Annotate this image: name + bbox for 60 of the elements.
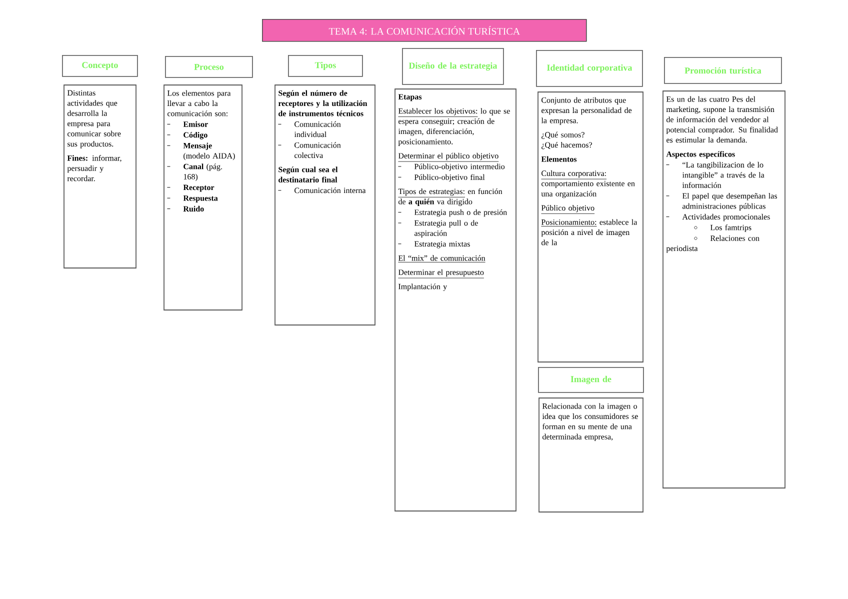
paragraph-text: Fines: informar, persuadir y recordar.: [67, 155, 122, 182]
heading-box: Tipos: [288, 55, 363, 77]
text-box: [662, 90, 786, 488]
paragraph-text: Distintas actividades que desarrolla la empresa para comunicar sobre sus productos.: [67, 90, 121, 148]
paragraph-text: Posicionamiento: establece la posición a nivel de imagen de la: [541, 219, 638, 246]
paragraph-text: Los elementos para llevar a cabo la comunicación son:: [167, 90, 231, 116]
list-item: Relaciones con periodista: [666, 235, 760, 253]
list-item: Comunicación individual: [278, 121, 341, 138]
list-item: Ruido: [166, 206, 204, 212]
list-item: Comunicación colectiva: [278, 142, 341, 158]
paragraph-text: Establecer los objetivos: lo que se espera conseguir; creación de imagen, diferenciación, posicionamiento.: [398, 108, 510, 146]
list-item: Estrategia pull o de aspiración: [398, 220, 478, 238]
list-item: Comunicación interna: [278, 187, 366, 194]
subheading: El “mix” de comunicación: [398, 255, 486, 262]
node-label: en función: [468, 188, 502, 194]
heading-box: Proceso: [165, 56, 253, 78]
text-box: [274, 84, 376, 326]
node-label: Tipos de estrategias:: [398, 188, 464, 196]
heading-box: Promoción turística: [664, 57, 782, 84]
list-item: Los famtrips: [694, 224, 752, 232]
list-item: Receptor: [166, 184, 214, 192]
heading-box: Imagen de: [538, 367, 644, 393]
text-box: [164, 84, 242, 310]
section-heading: Según el número de receptores y la utilización de instrumentos técnicos: [278, 90, 368, 116]
list-item: Canal (pág. 168): [166, 164, 222, 182]
text-box: [64, 84, 136, 268]
list-item: Mensaje (modelo AIDA): [166, 142, 235, 160]
paragraph-text: Tipos de estrategias: en función de a quién va dirigido: [398, 188, 502, 206]
subheading: Determinar el presupuesto: [398, 269, 484, 278]
list-item: Código: [166, 132, 208, 140]
heading-box: Concepto: [62, 55, 138, 77]
section-heading: Elementos: [541, 156, 577, 162]
paragraph-text: Implantación y: [398, 284, 448, 291]
list-item: “La tangibilizacion de lo intangible” a través de la información: [666, 162, 764, 188]
section-heading: Etapas: [398, 94, 422, 102]
paragraph-text: Es un de las cuatro Pes del marketing, supone la transmisión de información del vendedor al potencial comprador. Su finalidad es estimular la demanda.: [666, 96, 778, 143]
node-label: de a quién va dirigido: [398, 198, 472, 206]
subheading: Público objetivo: [541, 204, 595, 214]
heading-box: Diseño de la estrategia: [402, 48, 504, 85]
text-box: [538, 92, 644, 362]
subheading: Determinar el público objetivo: [398, 152, 499, 162]
paragraph-text: ¿Qué hacemos?: [542, 142, 592, 150]
title-banner: TEMA 4: LA COMUNICACIÓN TURÍSTICA: [262, 19, 587, 42]
list-item: Público-objetivo intermedio: [398, 164, 505, 171]
heading-box: Identidad corporativa: [536, 50, 643, 87]
list-item: Actividades promocionales: [666, 214, 770, 222]
paragraph-text: Cultura corporativa: comportamiento existente en una organización: [541, 170, 635, 198]
text-box: [538, 398, 644, 512]
list-item: Estrategia push o de presión: [398, 209, 507, 217]
paragraph-text: Relacionada con la imagen o idea que los consumidores se forman en su mente de una determinada empresa,: [542, 403, 638, 442]
text-box: [394, 88, 516, 512]
list-item: El papel que desempeñan las administraciones públicas: [666, 193, 777, 210]
paragraph-text: Conjunto de atributos que expresan la personalidad de la empresa.: [541, 97, 632, 125]
list-item: Emisor: [166, 121, 208, 127]
list-item: Respuesta: [166, 196, 218, 202]
section-heading: Aspectos específicos: [666, 151, 735, 158]
paragraph-text: ¿Qué somos?: [542, 132, 584, 139]
list-item: Público-objetivo final: [398, 174, 485, 182]
list-item: Estrategia mixtas: [398, 241, 470, 248]
section-heading: Según cual sea el destinatario final: [278, 166, 338, 182]
